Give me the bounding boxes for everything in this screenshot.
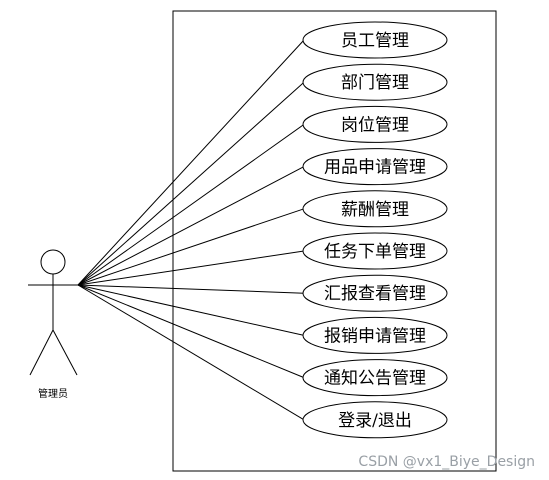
association-line <box>77 81 305 286</box>
actor-label: 管理员 <box>38 387 68 400</box>
use-case-ellipse <box>302 359 448 397</box>
use-case-ellipse <box>302 21 448 59</box>
use-case-label: 通知公告管理 <box>324 369 426 389</box>
association-line <box>77 284 305 336</box>
use-case-ellipse <box>302 148 448 186</box>
use-case-ellipse <box>302 232 448 270</box>
use-case: 员工管理 <box>302 21 448 59</box>
actor-right-leg <box>52 329 78 376</box>
use-case-group: 员工管理部门管理岗位管理用品申请管理薪酬管理任务下单管理汇报查看管理报销申请管理… <box>302 21 448 439</box>
association-line <box>77 39 305 286</box>
association-line <box>77 208 305 286</box>
association-line <box>77 284 305 294</box>
use-case: 薪酬管理 <box>302 190 448 228</box>
actor-figure <box>28 249 80 376</box>
use-case: 登录/退出 <box>302 401 448 439</box>
use-case: 用品申请管理 <box>302 148 448 186</box>
use-case-label: 员工管理 <box>341 31 409 51</box>
use-case: 汇报查看管理 <box>302 274 448 312</box>
use-case-label: 岗位管理 <box>341 115 409 135</box>
association-line <box>77 284 305 421</box>
actor-left-leg <box>29 329 54 376</box>
actor-head <box>40 249 66 275</box>
use-case-label: 薪酬管理 <box>341 200 409 220</box>
association-line <box>77 123 305 286</box>
use-case-ellipse <box>302 274 448 312</box>
association-line <box>77 284 305 379</box>
use-case-label: 用品申请管理 <box>324 158 426 178</box>
use-case-ellipse <box>302 401 448 439</box>
use-case-ellipse <box>302 105 448 143</box>
use-case: 部门管理 <box>302 63 448 101</box>
use-case-ellipse <box>302 316 448 354</box>
use-case: 任务下单管理 <box>302 232 448 270</box>
use-case: 岗位管理 <box>302 105 448 143</box>
use-case-label: 部门管理 <box>341 73 409 93</box>
association-lines <box>77 39 305 421</box>
use-case-label: 报销申请管理 <box>324 326 426 346</box>
association-line <box>77 166 305 286</box>
use-case: 通知公告管理 <box>302 359 448 397</box>
association-line <box>77 250 305 286</box>
use-case: 报销申请管理 <box>302 316 448 354</box>
use-case-label: 汇报查看管理 <box>324 284 426 304</box>
use-case-label: 登录/退出 <box>338 411 412 431</box>
watermark: CSDN @vx1_Biye_Design <box>358 454 535 470</box>
use-case-ellipse <box>302 190 448 228</box>
system-boundary <box>172 10 497 472</box>
use-case-label: 任务下单管理 <box>324 242 426 262</box>
use-case-ellipse <box>302 63 448 101</box>
